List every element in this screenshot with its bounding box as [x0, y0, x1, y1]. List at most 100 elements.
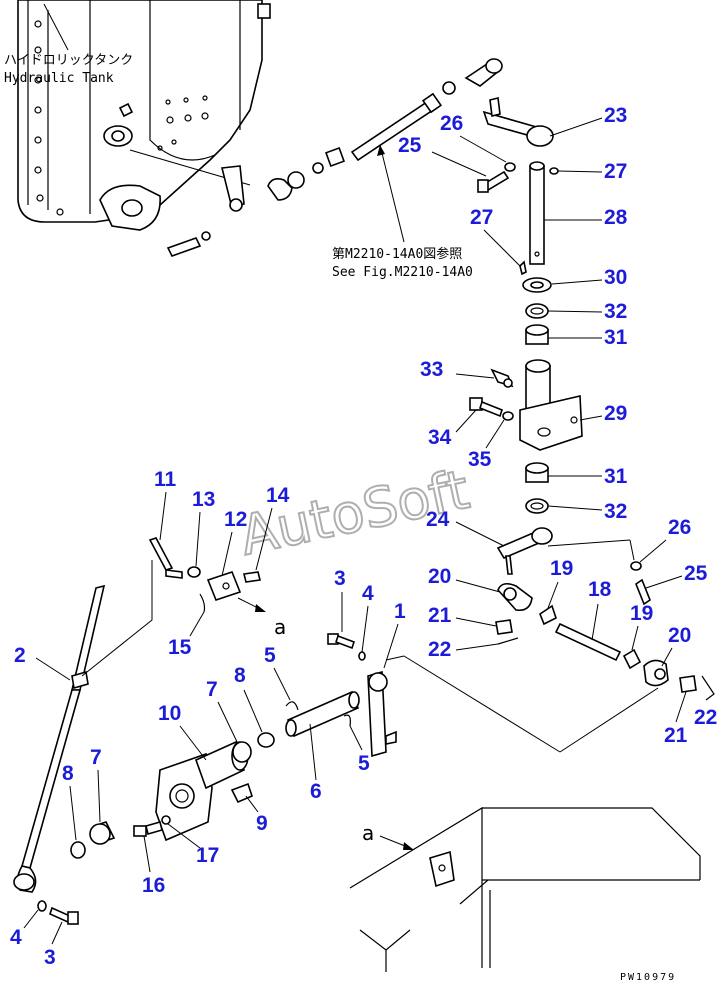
callout-5-upper: 5	[264, 644, 276, 667]
pin-5-lower	[343, 714, 351, 727]
lever-1	[367, 670, 397, 758]
rod-11	[148, 537, 174, 571]
callout-5-lower: 5	[358, 752, 370, 775]
shaft-28	[529, 161, 545, 265]
callout-22-upper: 22	[428, 638, 451, 661]
bushing-31-lower	[525, 462, 549, 483]
linkage-path-lines	[385, 539, 659, 753]
nut-21-right	[679, 675, 697, 693]
collar-7-upper	[232, 741, 252, 763]
callout-25-lower: 25	[684, 562, 708, 585]
lever-24	[496, 527, 553, 575]
callout-6: 6	[310, 780, 322, 803]
pin-27-lower	[519, 260, 527, 276]
washer-35	[502, 411, 514, 421]
callout-3-lower: 3	[44, 946, 56, 969]
pin-15	[199, 593, 206, 613]
callout-8-upper: 8	[234, 664, 246, 687]
callout-19-lower: 19	[630, 602, 653, 625]
nut-21-left	[495, 619, 513, 635]
seal-32-upper	[525, 303, 549, 319]
reference-leader	[379, 144, 405, 243]
callout-24: 24	[426, 508, 450, 531]
callout-28: 28	[604, 206, 628, 229]
callout-27-lower: 27	[470, 206, 493, 229]
rod-end-20-right	[643, 659, 669, 687]
reference-label-jp: 第M2210-14A0図参照	[332, 246, 462, 262]
tank-linkage	[129, 58, 503, 257]
callout-9: 9	[256, 812, 268, 835]
callout-22-lower: 22	[694, 706, 717, 729]
collar-7-lower	[89, 821, 116, 845]
washer-4-lower	[37, 900, 47, 912]
callout-33: 33	[420, 358, 443, 381]
callout-31-lower: 31	[604, 465, 628, 488]
callout-15: 15	[168, 636, 192, 659]
view-a-detail	[349, 806, 701, 972]
bushing-31-upper	[525, 324, 549, 345]
callout-11: 11	[154, 468, 177, 491]
reference-label-en: See Fig.M2210-14A0	[332, 265, 473, 280]
shaft-6	[285, 690, 360, 738]
callout-8-lower: 8	[62, 762, 74, 785]
callout-30: 30	[604, 266, 627, 289]
nut-19-left	[539, 604, 557, 626]
washer-26-lower	[630, 561, 642, 571]
bolt-34	[469, 397, 503, 418]
washer-4-upper	[358, 651, 366, 661]
callout-19-upper: 19	[550, 557, 573, 580]
callout-13: 13	[192, 488, 215, 511]
pin-27-upper	[549, 167, 559, 175]
link-rod-11	[81, 560, 153, 677]
callout-2: 2	[14, 644, 26, 667]
bolt-25-upper	[477, 170, 510, 193]
bolt-3-upper	[327, 633, 356, 650]
washer-17	[161, 815, 171, 825]
upper-lever-23	[482, 97, 554, 147]
pin-14	[243, 571, 261, 583]
callout-12: 12	[224, 508, 247, 531]
callout-20-lower: 20	[668, 624, 691, 647]
nut-19-right	[622, 648, 642, 670]
figure-code: PW10979	[620, 972, 676, 983]
washer-8-lower	[70, 841, 86, 859]
callout-31-upper: 31	[604, 326, 628, 349]
callout-32-upper: 32	[604, 300, 627, 323]
rod-18	[554, 622, 622, 662]
callout-1: 1	[394, 600, 406, 623]
tank-label-en: Hydraulic Tank	[4, 71, 114, 86]
fitting-33	[490, 368, 514, 388]
callout-18: 18	[588, 578, 612, 601]
hydraulic-tank	[17, 0, 271, 231]
bolt-16	[133, 821, 163, 837]
callout-3-upper: 3	[334, 567, 346, 590]
bracket-29	[519, 359, 583, 451]
view-letter-lower: a	[362, 821, 374, 845]
cotter-22-right	[701, 675, 715, 701]
pin-5-upper	[285, 701, 299, 711]
callout-4-upper: 4	[362, 582, 374, 605]
callout-21-lower: 21	[664, 724, 688, 747]
lever-2	[13, 584, 106, 893]
view-letter-upper: a	[274, 615, 286, 639]
callout-17: 17	[196, 844, 219, 867]
callout-23: 23	[604, 104, 627, 127]
callout-29: 29	[604, 402, 627, 425]
callouts: 1 2 3 3 4 4 5 5 6 7 7 8 8	[10, 104, 717, 969]
callout-32-lower: 32	[604, 500, 627, 523]
callout-4-lower: 4	[10, 926, 22, 949]
callout-26-lower: 26	[668, 516, 691, 539]
block-12	[206, 571, 242, 601]
callout-10: 10	[158, 702, 181, 725]
tank-label-jp: ハイドロリックタンク	[4, 53, 133, 68]
callout-20-upper: 20	[428, 565, 451, 588]
washer-26-upper	[504, 162, 516, 172]
rod-end-20-left	[497, 582, 533, 612]
callout-27-upper: 27	[604, 160, 627, 183]
cotter-22-left	[497, 637, 519, 645]
callout-21-upper: 21	[428, 604, 452, 627]
reference-arrowhead	[377, 145, 385, 156]
washer-8-upper	[257, 732, 275, 748]
callout-14: 14	[266, 484, 290, 507]
